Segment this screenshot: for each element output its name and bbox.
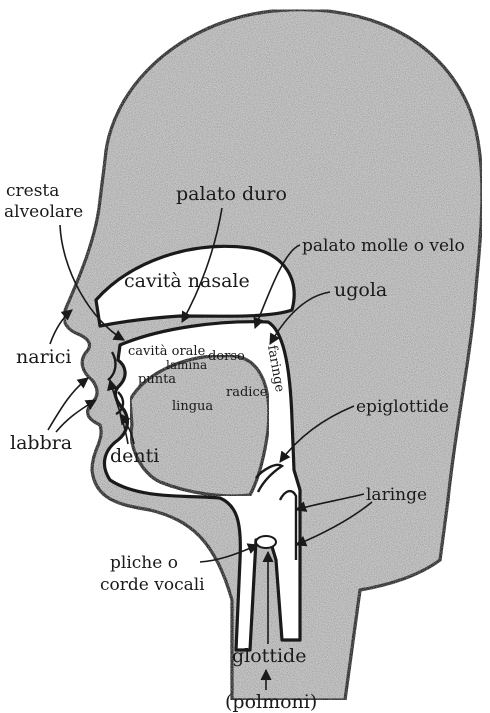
label-laringe: laringe [366,485,427,505]
label-cavita-orale: cavità orale [128,344,206,359]
label-radice: radice [226,385,268,400]
label-palato-duro: palato duro [176,183,287,205]
label-ugola: ugola [334,279,387,301]
label-cresta: cresta [6,181,59,201]
label-pliche: pliche o [110,553,178,573]
label-glottide: glottide [232,645,306,667]
label-epiglottide: epiglottide [356,397,449,417]
label-lamina: lamina [166,358,207,372]
label-punta: punta [138,372,176,387]
arrow-labbra-upper [48,378,88,430]
label-dorso: dorso [208,349,245,364]
label-alveolare: alveolare [4,202,83,222]
label-labbra: labbra [10,432,72,454]
label-polmoni: (polmoni) [225,691,317,713]
label-narici: narici [16,346,71,368]
label-lingua: lingua [172,399,213,414]
label-palato-molle: palato molle o velo [302,236,465,256]
label-denti: denti [110,445,159,467]
label-cavita-nasale: cavità nasale [124,270,250,292]
label-corde-vocali: corde vocali [100,575,205,595]
vocal-folds-shape [256,536,276,548]
